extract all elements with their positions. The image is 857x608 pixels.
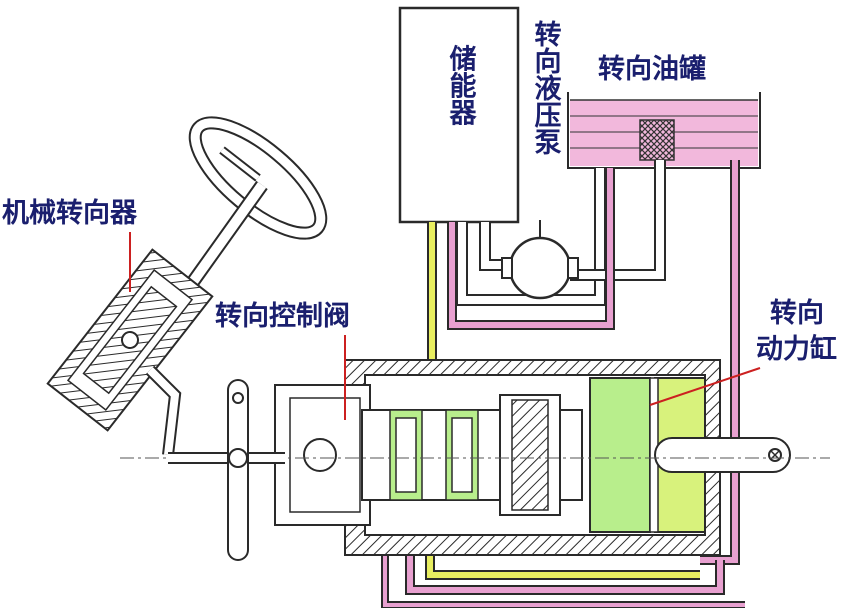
pump-icon [501, 220, 579, 300]
pump-label: 转向液压泵 [530, 20, 562, 155]
oil-tank [567, 92, 761, 169]
mechanical-steering-gear [46, 248, 214, 432]
filter-icon [639, 119, 675, 161]
control-valve-label: 转向控制阀 [215, 300, 350, 332]
mechanical-steering-gear-label: 机械转向器 [2, 197, 138, 229]
steering-wheel [188, 116, 328, 240]
power-cylinder-label-2: 动力缸 [756, 333, 837, 365]
power-cylinder-label-1: 转向 [770, 297, 824, 329]
accumulator-label: 储能器 [445, 44, 478, 126]
oil-tank-label: 转向油罐 [598, 53, 706, 85]
leader-lines [129, 232, 761, 420]
pitman-arm-linkage [145, 365, 285, 561]
